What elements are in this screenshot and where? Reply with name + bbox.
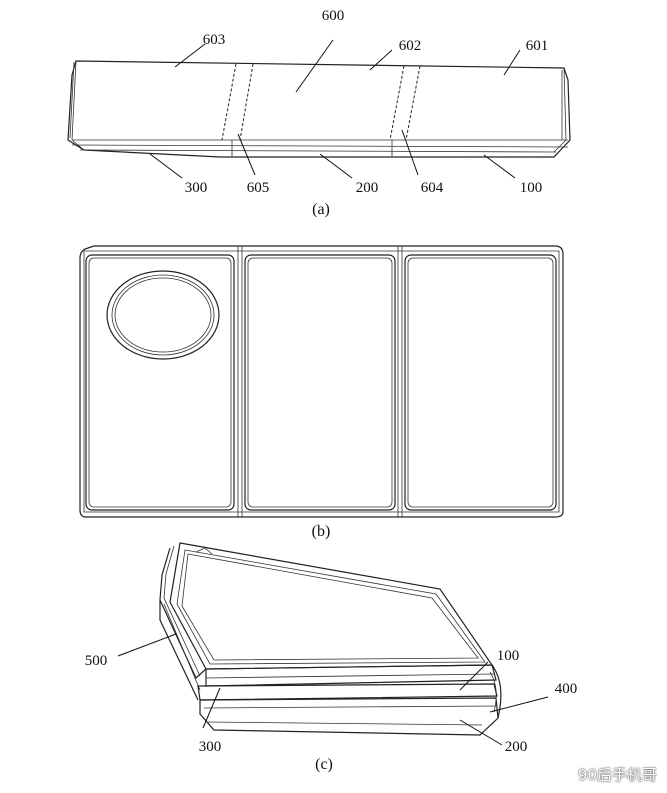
- view-b: (b): [79, 245, 564, 540]
- camera-module: [106, 270, 220, 360]
- view-a: 600 603 602 601 300 605 200 604 100 (a): [67, 8, 571, 218]
- watermark: 90后手机哥: [577, 766, 657, 784]
- label-604: 604: [421, 180, 444, 196]
- panel-middle-b: [244, 254, 396, 511]
- folded-device-layers: [159, 545, 502, 736]
- label-300-a: 300: [185, 180, 208, 196]
- panel-right-b: [404, 254, 557, 511]
- label-600: 600: [322, 8, 345, 24]
- caption-a: (a): [312, 201, 330, 218]
- label-100-a: 100: [520, 180, 543, 196]
- caption-b: (b): [312, 523, 331, 540]
- view-c: 500 100 400 300 200 (c): [85, 542, 578, 773]
- label-200-a: 200: [356, 180, 379, 196]
- caption-c: (c): [315, 756, 333, 773]
- label-100-c: 100: [497, 648, 520, 664]
- label-605: 605: [247, 180, 270, 196]
- hinge-605: [221, 63, 254, 141]
- label-400: 400: [555, 681, 578, 697]
- label-500: 500: [85, 653, 108, 669]
- label-300-c: 300: [199, 739, 222, 755]
- folded-device-top: [169, 542, 494, 670]
- label-602: 602: [399, 38, 422, 54]
- label-601: 601: [526, 38, 549, 54]
- panel-left-b: [85, 254, 235, 511]
- leaders-c: [117, 633, 549, 746]
- label-603: 603: [203, 32, 226, 48]
- hinge-604: [389, 65, 421, 141]
- device-a-body: [67, 60, 571, 158]
- label-200-c: 200: [505, 739, 528, 755]
- device-b-outline: [79, 245, 564, 518]
- leaders-a: [149, 39, 521, 179]
